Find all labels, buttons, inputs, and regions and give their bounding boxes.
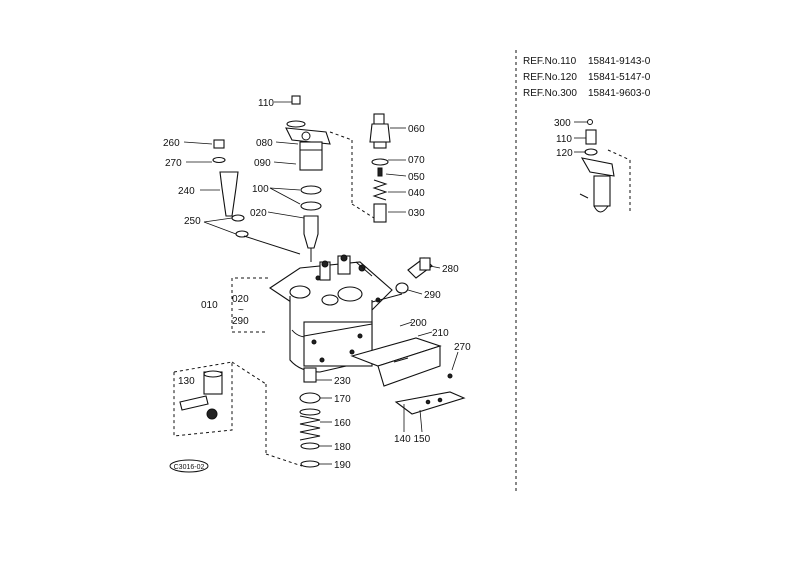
- label-130: 130: [178, 376, 195, 387]
- label-210: 210: [432, 328, 449, 339]
- label-260: 260: [163, 138, 180, 149]
- label-110b: 110: [556, 134, 572, 145]
- label-100: 100: [252, 184, 269, 195]
- plunger-drawing: [299, 367, 321, 468]
- delivery-valve-drawing: [329, 113, 391, 223]
- label-060: 060: [408, 124, 425, 135]
- part-labels: 110 260 080 270 090 240 100 020 250 060 …: [163, 98, 573, 471]
- label-080: 080: [256, 138, 273, 149]
- label-280: 280: [442, 264, 459, 275]
- label-290: 290: [424, 290, 441, 301]
- inset-drawing: [579, 119, 631, 214]
- ref-120: REF.No.120: [523, 72, 577, 83]
- ref-110: REF.No.110: [523, 56, 577, 67]
- label-120: 120: [556, 148, 573, 159]
- drawing-stamp: C3016-02: [169, 459, 209, 473]
- label-200: 200: [410, 318, 427, 329]
- label-190: 190: [334, 460, 351, 471]
- label-240: 240: [178, 186, 195, 197]
- label-020-range: 020: [232, 294, 249, 305]
- ref-120-part: 15841-5147-0: [588, 72, 651, 83]
- label-050: 050: [408, 172, 425, 183]
- banjo-bolt-drawing: [371, 257, 433, 303]
- label-010: 010: [201, 300, 218, 311]
- label-090: 090: [254, 158, 271, 169]
- injection-column-drawing: [285, 95, 331, 262]
- reference-list: REF.No.110 15841-9143-0 REF.No.120 15841…: [523, 56, 651, 99]
- label-300: 300: [554, 118, 571, 129]
- ref-300-part: 15841-9603-0: [588, 88, 651, 99]
- plunger-kit-box: [173, 361, 303, 467]
- stamp-text: C3016-02: [174, 464, 205, 471]
- left-screw-drawing: [212, 139, 301, 255]
- label-250: 250: [184, 216, 201, 227]
- leader-lines: [183, 101, 588, 465]
- pump-body-drawing: [269, 254, 393, 373]
- label-140-150: 140 150: [394, 434, 431, 445]
- label-170: 170: [334, 394, 351, 405]
- label-070: 070: [408, 155, 425, 166]
- label-180: 180: [334, 442, 351, 453]
- label-040: 040: [408, 188, 425, 199]
- label-030: 030: [408, 208, 425, 219]
- label-230: 230: [334, 376, 351, 387]
- label-110: 110: [258, 98, 274, 109]
- bracket-drawing: [350, 337, 466, 415]
- label-range-tilde: ~: [238, 305, 244, 316]
- assembly-bracket: [231, 277, 268, 333]
- label-020: 020: [250, 208, 267, 219]
- label-160: 160: [334, 418, 351, 429]
- label-270b: 270: [454, 342, 471, 353]
- label-270: 270: [165, 158, 182, 169]
- label-290-range: 290: [232, 316, 249, 327]
- ref-110-part: 15841-9143-0: [588, 56, 651, 67]
- ref-300: REF.No.300: [523, 88, 577, 99]
